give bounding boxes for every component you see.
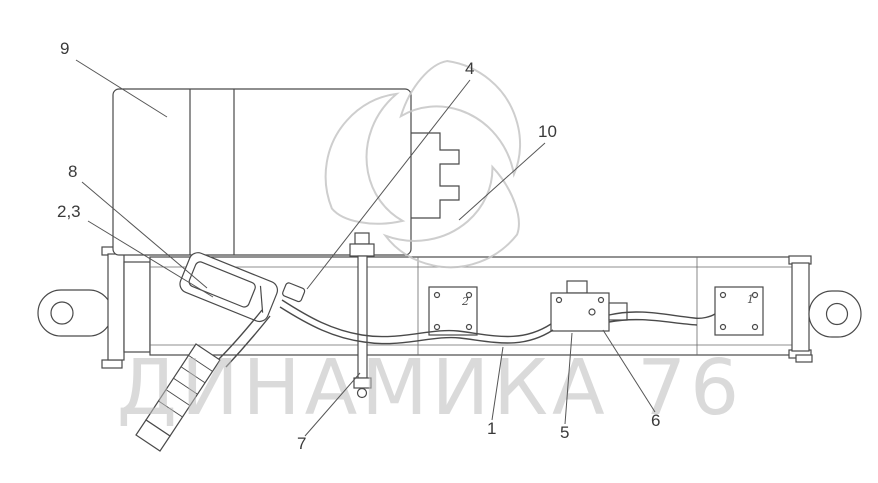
- hatch-line: [180, 366, 206, 384]
- harness-wire: [217, 309, 263, 361]
- callout-label-4: 4: [465, 59, 474, 78]
- leader-line-2-3: [87, 220, 214, 298]
- left-clevis-hole: [50, 301, 74, 325]
- connector-plug: [282, 282, 306, 303]
- harness-wire: [279, 306, 554, 345]
- screw: [465, 323, 473, 331]
- callout-label-2-3: 2,3: [57, 202, 81, 221]
- right-clevis: [788, 255, 862, 363]
- sensor-collar: [349, 243, 375, 257]
- housing-end-bell: [411, 132, 460, 219]
- screw: [433, 323, 441, 331]
- callout-label-9: 9: [60, 39, 69, 58]
- leader-line-7: [304, 372, 361, 437]
- protective-bellows: [135, 343, 221, 452]
- switch-detail: [588, 308, 596, 316]
- harness-wire: [281, 299, 552, 338]
- left-clevis-arm: [37, 289, 113, 337]
- vertical-sensor: [349, 232, 375, 399]
- leader-line-5: [564, 332, 573, 425]
- leader-line-10: [458, 142, 546, 221]
- leader-line-4: [306, 79, 471, 290]
- harness-wire: [608, 318, 698, 326]
- watermark-text: ДИНАМИКА 76: [117, 344, 743, 433]
- callout-label-7: 7: [297, 434, 306, 453]
- leader-line-8: [81, 181, 208, 289]
- hatch-line: [188, 355, 213, 372]
- screw: [719, 323, 727, 331]
- screw: [751, 291, 759, 299]
- connector-latch-line: [259, 285, 264, 313]
- leader-line-9: [75, 59, 168, 118]
- hatch-line: [165, 389, 191, 406]
- right-end-foot: [795, 354, 813, 363]
- screw: [555, 296, 563, 304]
- callout-label-6: 6: [651, 411, 660, 430]
- callout-lines: [75, 59, 656, 437]
- cable-harness: [217, 299, 716, 368]
- callout-label-8: 8: [68, 162, 77, 181]
- screw: [597, 296, 605, 304]
- mounting-block-rear: 1: [714, 286, 764, 336]
- harness-wire: [608, 311, 716, 319]
- part-mark-1: 1: [747, 293, 754, 306]
- hatch-line: [158, 400, 183, 418]
- watermark-logo: [324, 60, 522, 269]
- harness-wire: [225, 315, 271, 368]
- leader-line-1: [491, 346, 504, 421]
- screw: [751, 323, 759, 331]
- callout-label-5: 5: [560, 423, 569, 442]
- callout-label-1: 1: [487, 419, 496, 438]
- logo-petal: [324, 92, 406, 225]
- housing-body: [112, 88, 412, 256]
- sensor-tip: [356, 387, 368, 399]
- connector-insert: [188, 261, 256, 308]
- part-mark-2: 2: [461, 295, 469, 308]
- left-clevis: [37, 246, 151, 369]
- screw: [465, 291, 473, 299]
- mounting-block-front: 2: [428, 286, 478, 336]
- screw: [433, 291, 441, 299]
- leader-line-6: [602, 329, 656, 413]
- callout-labels: 9 8 2,3 4 10 7 1 5 6: [57, 39, 660, 453]
- left-end-block: [123, 261, 151, 353]
- bellows-end-fitting: [135, 419, 171, 452]
- sensor-cap: [354, 232, 370, 245]
- callout-label-10: 10: [538, 122, 557, 141]
- switch-connector: [608, 302, 628, 321]
- screw: [719, 291, 727, 299]
- right-clevis-hole: [825, 302, 849, 326]
- plug-body: [282, 282, 306, 303]
- logo-petal: [382, 164, 520, 269]
- right-end-cap: [791, 262, 810, 352]
- logo-petal: [399, 60, 522, 178]
- hatch-line: [173, 377, 198, 395]
- switch-top-tab: [566, 280, 588, 294]
